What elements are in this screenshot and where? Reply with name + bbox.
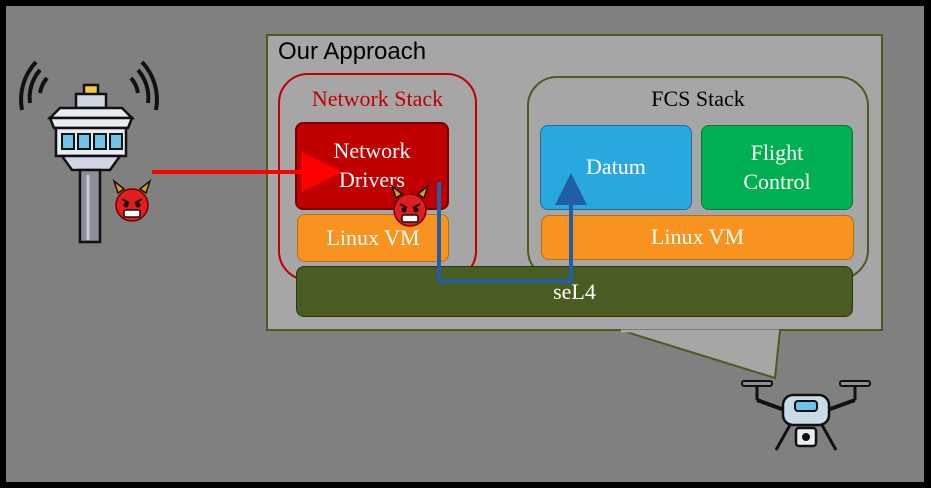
attacker-devil-icon	[390, 183, 430, 227]
datum-label: Datum	[586, 154, 646, 180]
attacker-devil-icon	[112, 178, 152, 222]
network-stack-title: Network Stack	[311, 86, 444, 111]
linux-vm-left-box: Linux VM	[297, 214, 449, 262]
sel4-kernel-box: seL4	[296, 266, 853, 317]
fcs-stack-title: FCS Stack	[651, 86, 745, 111]
drone-icon	[741, 380, 871, 451]
network-drivers-label: Network Drivers	[333, 138, 411, 192]
linux-vm-right-box: Linux VM	[541, 215, 854, 260]
linux-vm-left-label: Linux VM	[326, 224, 420, 250]
flight-control-box: Flight Control	[701, 125, 853, 210]
control-tower-icon	[19, 60, 159, 244]
linux-vm-right-label: Linux VM	[650, 224, 745, 250]
callout-tail	[619, 329, 782, 380]
exploit-path-arrow	[437, 173, 587, 283]
flight-control-label: Flight Control	[743, 139, 811, 194]
panel-title: Our Approach	[278, 38, 427, 65]
